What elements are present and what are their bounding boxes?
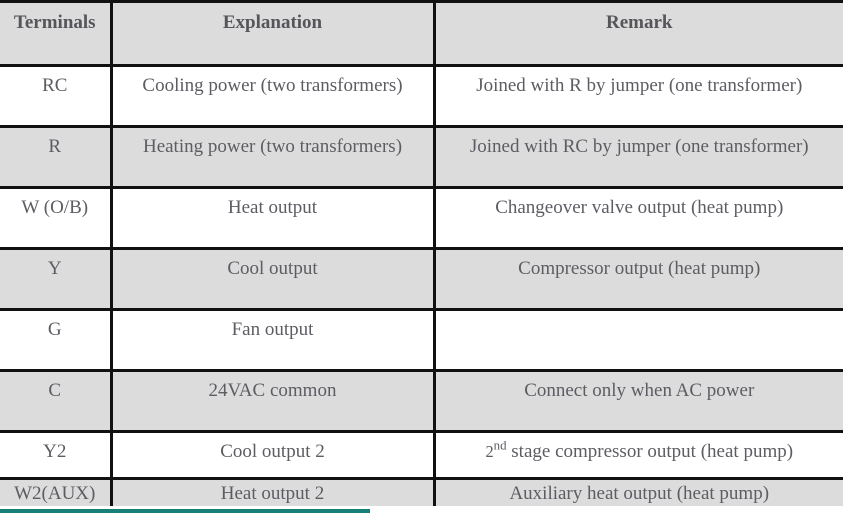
cell-explanation: Cool output: [111, 248, 436, 311]
cell-terminals: W (O/B): [0, 187, 113, 250]
cell-terminals: R: [0, 126, 113, 189]
cell-explanation: Cooling power (two transformers): [111, 65, 436, 128]
ordinal-suffix: nd: [493, 437, 507, 453]
column-header-remark: Remark: [434, 1, 843, 67]
ordinal-number: 2: [485, 442, 494, 461]
cell-terminals: G: [0, 309, 113, 372]
column-header-explanation: Explanation: [111, 1, 436, 67]
cell-remark: Compressor output (heat pump): [434, 248, 843, 311]
cell-explanation: Fan output: [111, 309, 436, 372]
ordinal-rest: stage compressor output (heat pump): [506, 441, 794, 462]
cell-explanation: Cool output 2: [111, 431, 436, 480]
table-row: W2(AUX) Heat output 2 Auxiliary heat out…: [0, 478, 843, 506]
cell-remark: Connect only when AC power: [434, 370, 843, 433]
table-row: C 24VAC common Connect only when AC powe…: [0, 370, 843, 433]
cell-terminals: RC: [0, 65, 113, 128]
table-row: Y2 Cool output 2 2nd stage compressor ou…: [0, 431, 843, 480]
table-head: Terminals Explanation Remark: [0, 1, 843, 67]
cell-remark: Auxiliary heat output (heat pump): [434, 478, 843, 506]
cell-remark-empty: [434, 309, 843, 372]
table-header-row: Terminals Explanation Remark: [0, 1, 843, 67]
table-row: G Fan output: [0, 309, 843, 372]
cell-explanation: Heating power (two transformers): [111, 126, 436, 189]
table-row: Y Cool output Compressor output (heat pu…: [0, 248, 843, 311]
cell-remark-ordinal: 2nd stage compressor output (heat pump): [434, 431, 843, 480]
cell-remark: Changeover valve output (heat pump): [434, 187, 843, 250]
cell-remark: Joined with R by jumper (one transformer…: [434, 65, 843, 128]
bottom-accent-bar: [0, 509, 370, 513]
table-row: RC Cooling power (two transformers) Join…: [0, 65, 843, 128]
cell-terminals: W2(AUX): [0, 478, 113, 506]
cell-explanation: Heat output: [111, 187, 436, 250]
cell-terminals: Y2: [0, 431, 113, 480]
cell-explanation: Heat output 2: [111, 478, 436, 506]
table-row: R Heating power (two transformers) Joine…: [0, 126, 843, 189]
table-row: W (O/B) Heat output Changeover valve out…: [0, 187, 843, 250]
column-header-terminals: Terminals: [0, 1, 113, 67]
cell-explanation: 24VAC common: [111, 370, 436, 433]
cell-terminals: C: [0, 370, 113, 433]
table-body: RC Cooling power (two transformers) Join…: [0, 65, 843, 506]
cell-remark: Joined with RC by jumper (one transforme…: [434, 126, 843, 189]
cell-terminals: Y: [0, 248, 113, 311]
